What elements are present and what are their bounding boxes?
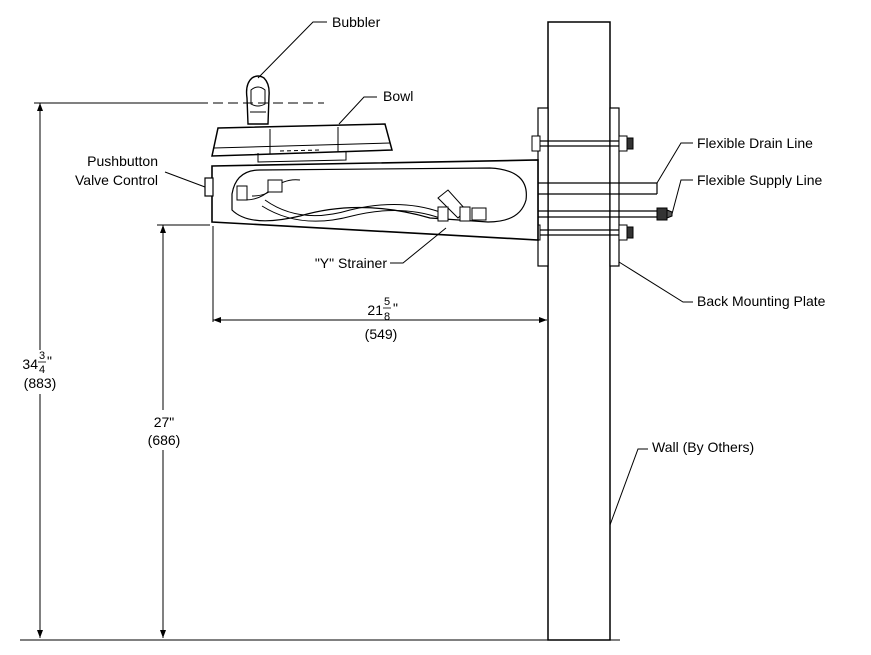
flexible-drain-line-label: Flexible Drain Line — [697, 135, 813, 151]
bubbler — [245, 75, 270, 125]
projection-denominator: 8 — [384, 311, 390, 323]
bowl — [211, 123, 393, 163]
flexible-supply-line-label: Flexible Supply Line — [697, 172, 823, 188]
overall-height-numerator: 3 — [39, 350, 45, 362]
pushbutton-valve — [204, 177, 214, 197]
projection-whole: 21 — [367, 302, 383, 318]
internal-tubing — [236, 179, 441, 222]
overall-height-whole: 34 — [22, 356, 38, 372]
callout-labels: Bubbler Bowl Pushbutton Valve Control Fl… — [75, 14, 826, 455]
bowl-label: Bowl — [383, 88, 413, 104]
back-mounting-plate-label: Back Mounting Plate — [697, 293, 826, 309]
projection-numerator: 5 — [384, 296, 390, 308]
rim-height-value: 27" — [154, 414, 175, 430]
overall-height-unit: " — [47, 353, 52, 369]
projection-unit: " — [393, 300, 398, 316]
leader-lines — [164, 21, 693, 526]
overall-height-dimension-text: 34 3 4 " (883) — [18, 350, 62, 394]
pushbutton-label-line2: Valve Control — [75, 172, 158, 188]
y-strainer-label: "Y" Strainer — [315, 255, 388, 271]
bubbler-label: Bubbler — [332, 14, 381, 30]
pushbutton-label-line1: Pushbutton — [87, 153, 158, 169]
rim-height-dimension-text: 27" (686) — [140, 410, 188, 450]
projection-metric: (549) — [365, 326, 398, 342]
y-strainer — [437, 189, 487, 222]
overall-height-metric: (883) — [24, 375, 57, 391]
overall-height-denominator: 4 — [39, 364, 45, 376]
wall — [547, 21, 611, 641]
wall-label: Wall (By Others) — [652, 439, 754, 455]
projection-dimension-text: 21 5 8 " (549) — [360, 293, 412, 342]
back-mounting-plate — [537, 107, 620, 267]
fountain-housing — [211, 159, 539, 241]
rim-height-metric: (686) — [148, 432, 181, 448]
